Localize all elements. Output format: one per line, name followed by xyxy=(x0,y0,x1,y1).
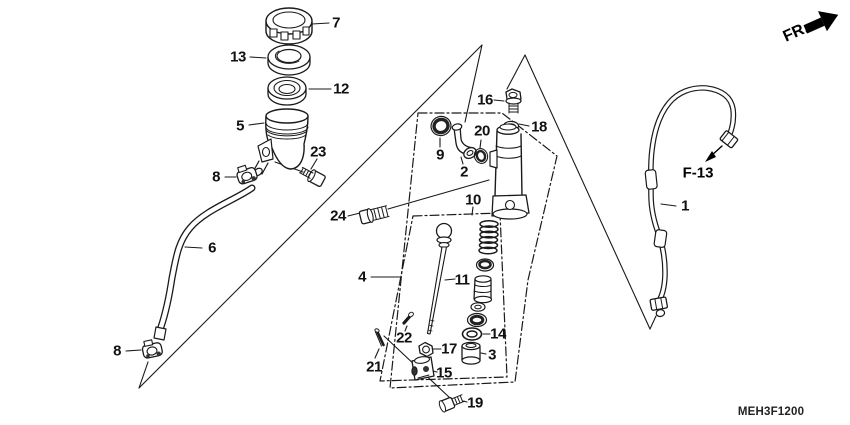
leader-lines xyxy=(125,22,677,403)
bolt-19-part xyxy=(438,394,466,413)
bolt-23-part xyxy=(299,166,326,187)
part-callout-14: 14 xyxy=(490,325,506,343)
seal-ring-part xyxy=(466,312,488,328)
piston-part xyxy=(473,275,493,304)
part-callout-6: 6 xyxy=(208,239,216,257)
oil-bolt-16-part xyxy=(505,88,522,114)
brake-hose-part xyxy=(644,85,739,318)
part-callout-23: 23 xyxy=(310,143,326,161)
part-callout-18: 18 xyxy=(531,118,547,136)
part-callout-19: 19 xyxy=(467,394,483,412)
part-callout-11: 11 xyxy=(454,271,470,289)
part-callout-8-lower: 8 xyxy=(113,342,121,360)
kit-box-10 xyxy=(379,212,508,382)
part-callout-16: 16 xyxy=(477,91,493,109)
part-callout-15: 15 xyxy=(436,364,452,382)
elbow-joint-part xyxy=(451,123,477,160)
spring-part xyxy=(478,219,499,255)
kit-boxes xyxy=(379,112,558,389)
kit-box-4 xyxy=(389,112,558,389)
part-callout-2: 2 xyxy=(460,163,468,181)
reservoir-cap-part xyxy=(265,7,313,45)
fr-arrow-icon xyxy=(803,11,839,34)
pin-22-part xyxy=(402,311,414,325)
piston-washer-part xyxy=(475,258,495,272)
o-ring-9-part xyxy=(430,115,452,137)
master-cylinder-body-part xyxy=(489,123,530,220)
cotter-pin-21-part xyxy=(374,328,385,347)
part-callout-9: 9 xyxy=(436,146,444,164)
part-callout-24: 24 xyxy=(330,207,346,225)
clevis-15-part xyxy=(411,356,435,381)
o-ring-20-part xyxy=(473,148,489,164)
part-callout-20: 20 xyxy=(474,122,490,140)
hose-clamp-upper-part xyxy=(236,164,258,185)
hose-clamp-lower-part xyxy=(141,339,163,359)
part-callout-3: 3 xyxy=(488,346,496,364)
nut-17-part xyxy=(418,341,434,358)
washer-14-part xyxy=(461,327,483,341)
reference-label-f13: F-13 xyxy=(682,164,714,182)
part-callout-22: 22 xyxy=(396,329,412,347)
boot-3-part xyxy=(461,341,481,365)
part-callout-8-upper: 8 xyxy=(212,168,220,186)
diaphragm-part xyxy=(267,76,307,106)
part-callout-13: 13 xyxy=(230,48,246,66)
part-callout-12: 12 xyxy=(333,80,349,98)
reservoir-part xyxy=(253,108,309,177)
bolt-24-part xyxy=(358,205,390,225)
cap-nut-part xyxy=(267,44,311,76)
part-callout-4: 4 xyxy=(358,268,366,286)
cup-washer-part xyxy=(470,302,486,312)
figure-code: MEH3F1200 xyxy=(737,406,805,418)
part-callout-10: 10 xyxy=(465,191,481,209)
part-callout-21: 21 xyxy=(366,358,382,376)
part-callout-5: 5 xyxy=(236,117,244,135)
push-rod-part xyxy=(426,222,453,335)
part-callout-1: 1 xyxy=(681,197,689,215)
reservoir-hose-part xyxy=(153,184,256,341)
f13-arrow xyxy=(705,145,723,162)
part-callout-17: 17 xyxy=(441,340,457,358)
part-callout-7: 7 xyxy=(332,14,340,32)
